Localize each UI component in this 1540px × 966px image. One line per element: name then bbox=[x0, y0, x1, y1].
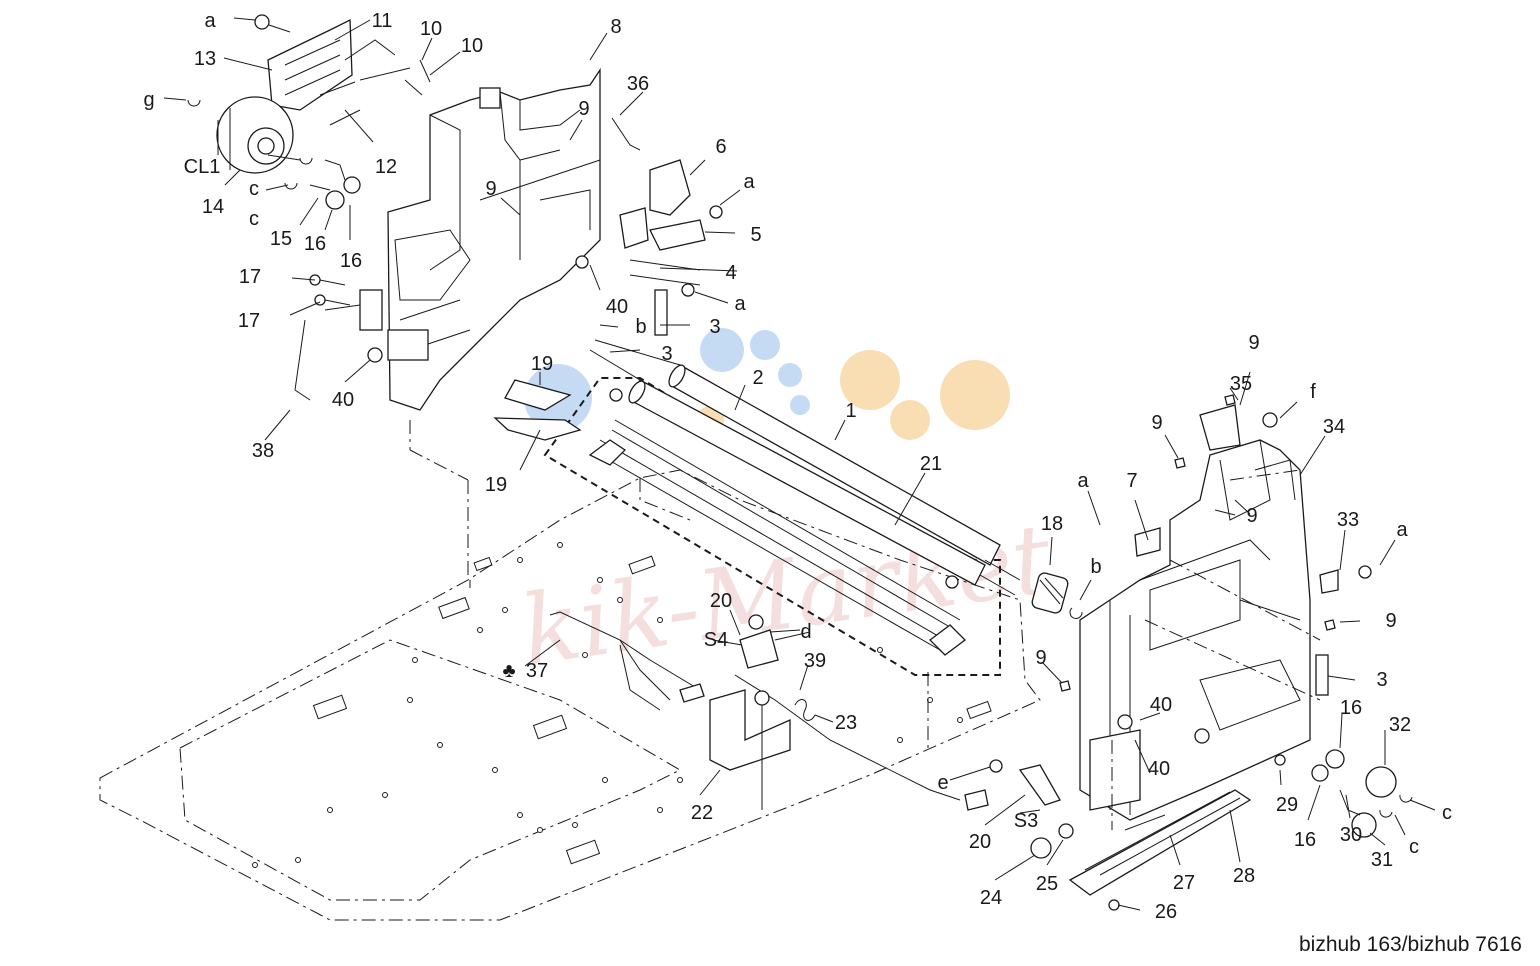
paper-guide bbox=[493, 379, 582, 441]
callout-9-1: 9 bbox=[578, 98, 589, 120]
club-symbol: ♣ bbox=[502, 660, 515, 682]
roller-assembly-box bbox=[543, 377, 1001, 676]
callout-38: 38 bbox=[252, 440, 274, 462]
callout-12: 12 bbox=[375, 156, 397, 178]
callout-17-1: 17 bbox=[239, 266, 261, 288]
callout-10-1: 10 bbox=[420, 18, 442, 40]
callout-c-3: c bbox=[1442, 802, 1452, 824]
right-upper-brackets bbox=[575, 117, 723, 336]
callout-e: e bbox=[937, 772, 948, 794]
callout-25: 25 bbox=[1036, 873, 1058, 895]
callout-a-5: a bbox=[1396, 519, 1408, 541]
callout-35: 35 bbox=[1230, 373, 1252, 395]
callout-18: 18 bbox=[1041, 513, 1063, 535]
callout-26: 26 bbox=[1155, 901, 1177, 923]
callout-21: 21 bbox=[920, 453, 942, 475]
callout-8: 8 bbox=[610, 16, 621, 38]
callout-a-2: a bbox=[743, 171, 755, 193]
right-frame bbox=[1059, 394, 1372, 821]
callout-5: 5 bbox=[750, 224, 761, 246]
projection-lines bbox=[927, 469, 1321, 830]
callout-39: 39 bbox=[804, 650, 826, 672]
callout-16-2: 16 bbox=[340, 250, 362, 272]
callout-6: 6 bbox=[715, 136, 726, 158]
callout-20-2: 20 bbox=[969, 831, 991, 853]
watermark-text: kik-Market bbox=[515, 502, 1059, 687]
model-label: bizhub 163/bizhub 7616 bbox=[1299, 933, 1522, 956]
harness-and-bracket bbox=[549, 611, 989, 811]
callout-9-4: 9 bbox=[1151, 412, 1162, 434]
callout-34: 34 bbox=[1323, 416, 1345, 438]
callout-s4: S4 bbox=[704, 629, 728, 651]
callout-a-3: a bbox=[734, 293, 746, 315]
callout-30: 30 bbox=[1340, 824, 1362, 846]
callout-b-1: b bbox=[635, 316, 646, 338]
rollers bbox=[588, 339, 1083, 656]
callout-g: g bbox=[143, 89, 154, 111]
callout-24: 24 bbox=[980, 887, 1002, 909]
callout-33: 33 bbox=[1337, 509, 1359, 531]
callout-16-4: 16 bbox=[1294, 829, 1316, 851]
callout-17-2: 17 bbox=[238, 310, 260, 332]
callout-16-1: 16 bbox=[304, 233, 326, 255]
callout-37: 37 bbox=[526, 660, 548, 682]
callout-f: f bbox=[1310, 381, 1316, 403]
lower-right-parts bbox=[989, 714, 1413, 911]
callout-15: 15 bbox=[270, 228, 292, 250]
callout-31: 31 bbox=[1371, 849, 1393, 871]
callout-29: 29 bbox=[1276, 794, 1298, 816]
callout-1: 1 bbox=[845, 400, 856, 422]
callout-3-2: 3 bbox=[661, 343, 672, 365]
callout-16-3: 16 bbox=[1340, 697, 1362, 719]
callout-19-2: 19 bbox=[485, 474, 507, 496]
callout-9-5: 9 bbox=[1246, 505, 1257, 527]
callout-28: 28 bbox=[1233, 865, 1255, 887]
callout-3-1: 3 bbox=[709, 316, 720, 338]
callout-10-2: 10 bbox=[461, 35, 483, 57]
callout-b-2: b bbox=[1090, 556, 1101, 578]
callout-labels: a 11 10 10 8 13 g 9 36 CL1 12 c c 6 a 14… bbox=[143, 10, 1452, 923]
callout-20-1: 20 bbox=[710, 590, 732, 612]
callout-7: 7 bbox=[1126, 470, 1137, 492]
callout-9-7: 9 bbox=[1035, 647, 1046, 669]
callout-32: 32 bbox=[1389, 714, 1411, 736]
top-left-assembly bbox=[187, 14, 431, 401]
callout-s3: S3 bbox=[1014, 810, 1038, 832]
callout-9-3: 9 bbox=[1248, 332, 1259, 354]
callout-23: 23 bbox=[835, 712, 857, 734]
callout-36: 36 bbox=[627, 73, 649, 95]
callout-40-1: 40 bbox=[606, 296, 628, 318]
callout-11: 11 bbox=[372, 10, 393, 32]
callout-a-1: a bbox=[204, 10, 216, 32]
callout-13: 13 bbox=[194, 48, 216, 70]
callout-27: 27 bbox=[1173, 872, 1195, 894]
callout-40-2: 40 bbox=[332, 389, 354, 411]
left-frame bbox=[387, 67, 601, 411]
callout-9-2: 9 bbox=[485, 178, 496, 200]
callout-2: 2 bbox=[752, 367, 763, 389]
callout-40-4: 40 bbox=[1148, 758, 1170, 780]
callout-c-2: c bbox=[249, 208, 259, 230]
callout-c-1: c bbox=[249, 178, 259, 200]
callout-19-1: 19 bbox=[531, 353, 553, 375]
callout-a-4: a bbox=[1077, 470, 1089, 492]
callout-9-6: 9 bbox=[1385, 610, 1396, 632]
callout-3-3: 3 bbox=[1376, 669, 1387, 691]
leader-lines bbox=[163, 17, 1436, 911]
callout-14: 14 bbox=[202, 196, 224, 218]
callout-cl1: CL1 bbox=[184, 156, 221, 178]
callout-d: d bbox=[800, 621, 811, 643]
callout-22: 22 bbox=[691, 802, 713, 824]
callout-c-4: c bbox=[1409, 836, 1419, 858]
base-plate bbox=[99, 420, 1041, 921]
callout-4: 4 bbox=[725, 262, 736, 284]
callout-40-3: 40 bbox=[1150, 694, 1172, 716]
